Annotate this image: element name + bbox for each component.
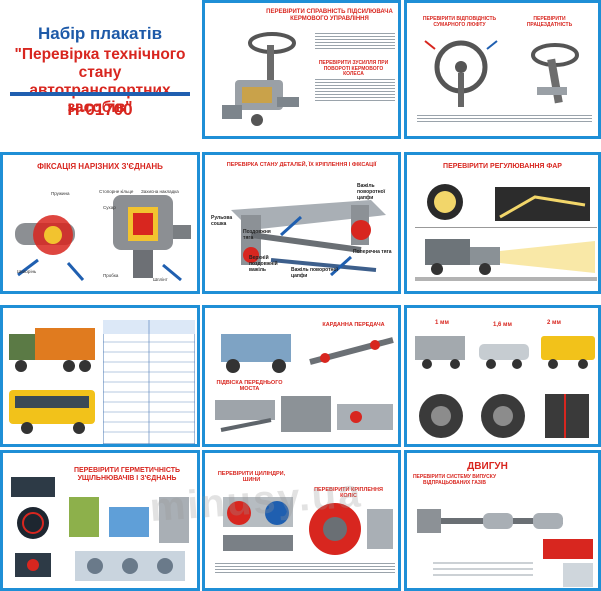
set-title-block: Набір плакатів "Перевірка технічного ста… [0, 0, 200, 140]
cardan-shaft-illustration [309, 337, 394, 365]
label-knuckle-arm-right: Важіль поворотної цапфи [357, 183, 386, 201]
brake-cylinder-illustration [223, 497, 293, 551]
poster-tread-depth[interactable]: 1 мм 1,6 мм 2 мм [404, 305, 601, 447]
truck-illustration [9, 328, 95, 372]
poster-subtitle: ПЕРЕВІРИТИ КРІПЛЕННЯ КОЛІС [314, 487, 383, 500]
dashboard-gauges-illustration [11, 477, 55, 577]
steering-wheel-diagram [424, 40, 498, 107]
poster-headlamp-adjustment[interactable]: ПЕРЕВІРИТИ РЕГУЛЮВАННЯ ФАР [404, 152, 601, 294]
label-upper-arm: Верхній поздовжній важіль [249, 255, 278, 273]
article-code: Н-01700 [67, 100, 133, 119]
poster-engine-exhaust[interactable]: ДВИГУН ПЕРЕВІРИТИ СИСТЕМУ ВИПУСКУ ВІДПРА… [404, 450, 601, 591]
poster-title: ПЕРЕВІРИТИ СПРАВНІСТЬ ПІДСИЛЮВАЧА КЕРМОВ… [266, 9, 393, 22]
tread-label-truck: 1 мм [435, 320, 449, 326]
text-block [315, 33, 395, 51]
set-name-line-1: "Перевірка технічного стану [14, 46, 186, 81]
poster-threaded-connections[interactable]: ФІКСАЦІЯ НАРІЗНИХ З'ЄДНАНЬ Пружина Стопо… [0, 152, 200, 294]
wheel-hub-illustration [309, 503, 393, 555]
poster-subtitle: ПЕРЕВІРИТИ СИСТЕМУ ВИПУСКУ ВІДПРАЦЬОВАНИ… [412, 474, 497, 486]
poster-title: ПЕРЕВІРИТИ ГЕРМЕТИЧНІСТЬ УЩІЛЬНЮВАЧІВ І … [73, 467, 181, 482]
part-label-plug: Пробка [103, 273, 119, 278]
poster-subtitle: ПЕРЕВІРИТИ ЗУСИЛЛЯ ПРИ ПОВОРОТІ КЕРМОВОГ… [318, 60, 389, 77]
poster-cardan-suspension[interactable]: КАРДАННА ПЕРЕДАЧА ПІДВІСКА ПЕРЕДНЬОГО МО… [202, 305, 401, 447]
poster-title: ПЕРЕВІРИТИ ВІДПОВІДНІСТЬ СУМАРНОГО ЛЮФТУ [422, 16, 497, 28]
poster-parts-inspection[interactable]: ПЕРЕВІРКА СТАНУ ДЕТАЛЕЙ, ЇХ КРІПЛЕННЯ І … [202, 152, 401, 294]
part-label-cover: Захисна накладка [141, 189, 179, 194]
poster-title: ПЕРЕВІРКА СТАНУ ДЕТАЛЕЙ, ЇХ КРІПЛЕННЯ І … [226, 162, 377, 168]
data-table [103, 320, 195, 444]
text-block [417, 115, 592, 124]
poster-title: ФІКСАЦІЯ НАРІЗНИХ З'ЄДНАНЬ [37, 162, 163, 171]
hydraulic-system-illustration [69, 497, 189, 581]
poster-steering-booster[interactable]: ПЕРЕВІРИТИ СПРАВНІСТЬ ПІДСИЛЮВАЧА КЕРМОВ… [202, 0, 401, 139]
poster-title: ПЕРЕВІРИТИ РЕГУЛЮВАННЯ ФАР [443, 163, 562, 170]
poster-title: ПЕРЕВІРИТИ ЦИЛІНДРИ, ШИНИ [217, 471, 286, 484]
poster-title: ДВИГУН [467, 461, 508, 472]
label-steering-arm: Рульова сошка [211, 215, 233, 227]
suspension-illustration [215, 396, 393, 432]
poster-steering-play[interactable]: ПЕРЕВІРИТИ ВІДПОВІДНІСТЬ СУМАРНОГО ЛЮФТУ… [404, 0, 601, 139]
tread-label-car: 1,6 мм [493, 322, 512, 328]
steering-wheel-illustration [222, 32, 299, 126]
poster-seals-tightness[interactable]: ПЕРЕВІРИТИ ГЕРМЕТИЧНІСТЬ УЩІЛЬНЮВАЧІВ І … [0, 450, 200, 591]
tread-label-bus: 2 мм [547, 320, 561, 326]
part-label-retaining-ring: Стопорне кільце [99, 189, 134, 194]
poster-vehicle-types-table[interactable] [0, 305, 200, 447]
headlamp-illustration [415, 184, 597, 281]
vehicles-row-illustration [415, 336, 595, 369]
poster-subtitle: ПЕРЕВІРИТИ ПРАЦЕЗДАТНІСТЬ [526, 16, 573, 28]
ball-joint-illustration [15, 195, 191, 282]
part-label-spring: Пружина [51, 191, 70, 196]
exhaust-system-illustration [417, 509, 593, 587]
part-label-kingpin: Шкворінь [17, 269, 37, 274]
tyres-illustration [419, 394, 589, 438]
part-label-cracker: Сухар [103, 205, 116, 210]
text-block [315, 79, 395, 103]
label-knuckle-arm-left: Важіль поворотної цапфи [291, 267, 339, 279]
steering-column-diagram [531, 43, 579, 104]
part-label-cotter: Шплінт [153, 277, 168, 282]
set-heading: Набір плакатів [37, 24, 163, 43]
poster-subtitle: ПІДВІСКА ПЕРЕДНЬОГО МОСТА [216, 380, 283, 393]
vehicle-underside-illustration [221, 334, 291, 373]
poster-brakes-wheels[interactable]: ПЕРЕВІРИТИ ЦИЛІНДРИ, ШИНИ ПЕРЕВІРИТИ КРІ… [202, 450, 401, 591]
title-divider [10, 92, 190, 96]
bus-illustration [9, 390, 95, 434]
poster-title: КАРДАННА ПЕРЕДАЧА [322, 322, 385, 328]
label-drag-link: Поздовжня тяга [243, 229, 271, 241]
label-tie-rod: Поперечна тяга [353, 249, 392, 255]
front-axle-illustration [231, 200, 386, 277]
text-block [215, 563, 395, 575]
